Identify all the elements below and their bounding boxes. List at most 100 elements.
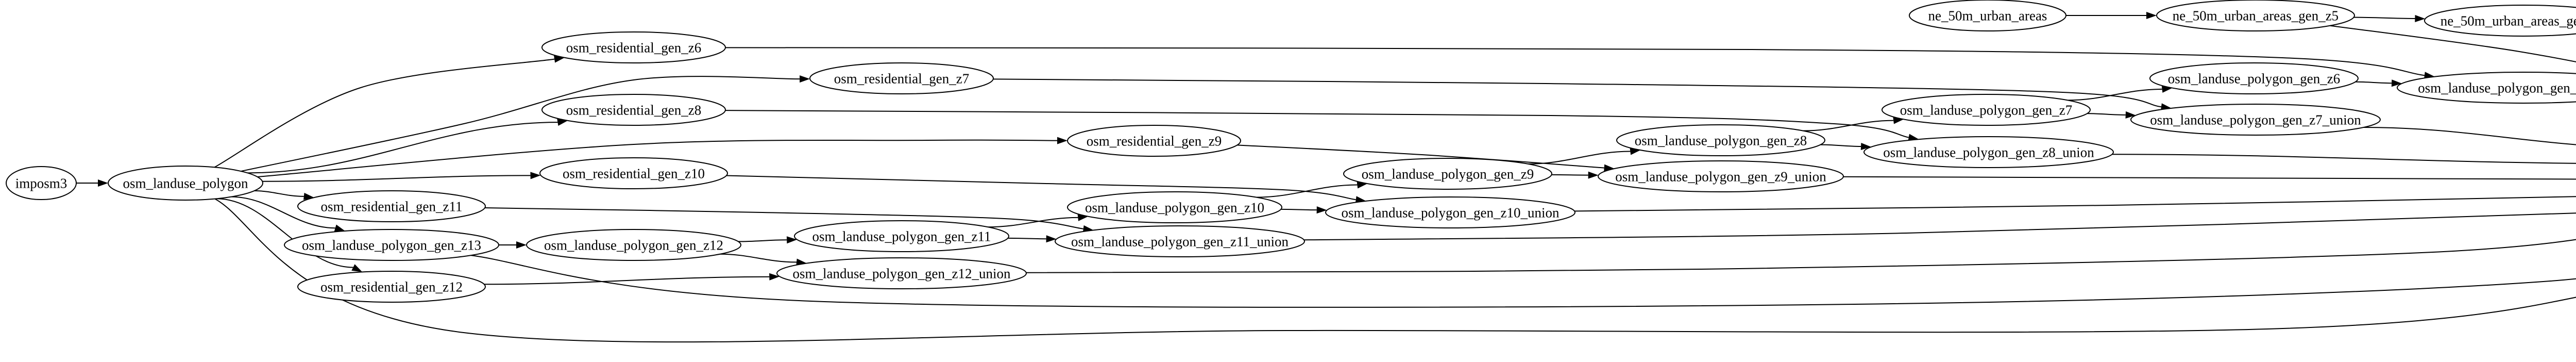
node-osm_landuse_polygon_gen_z7: osm_landuse_polygon_gen_z7: [1882, 94, 2091, 126]
edge-osm_residential_gen_z10-to-osm_landuse_polygon_gen_z10_union: [726, 175, 1356, 201]
edge-osm_landuse_polygon_gen_z8-to-osm_landuse_polygon_gen_z7: [1803, 120, 1894, 131]
node-osm_landuse_polygon_gen_z10_union: osm_landuse_polygon_gen_z10_union: [1325, 196, 1575, 228]
edge-osm_landuse_polygon-to-osm_residential_gen_z9: [257, 139, 1058, 177]
node-ellipse-osm_landuse_polygon_gen_z9: [1343, 158, 1552, 190]
node-osm_landuse_polygon: osm_landuse_polygon: [108, 166, 263, 201]
node-label-ne_50m_urban_areas_gen_z4: ne_50m_urban_areas_gen_z4: [2441, 13, 2576, 28]
edge-osm_landuse_polygon_gen_z8-to-osm_landuse_polygon_gen_z8_union: [1820, 144, 1861, 147]
arrowhead-icon: [1057, 137, 1068, 144]
node-osm_landuse_polygon_gen_z6: osm_landuse_polygon_gen_z6: [2149, 62, 2359, 94]
edge-osm_landuse_polygon_gen_z8_union-to-layer_landuse-z8: [2112, 154, 2576, 164]
node-label-osm_landuse_polygon_gen_z8: osm_landuse_polygon_gen_z8: [1635, 133, 1807, 148]
edge-osm_residential_gen_z11-to-osm_landuse_polygon_gen_z11_union: [485, 207, 1083, 229]
edge-osm_landuse_polygon_gen_z6-to-osm_landuse_polygon_gen_z6_union: [2355, 81, 2392, 84]
edge-osm_residential_gen_z8-to-osm_landuse_polygon_gen_z8_union: [725, 110, 1909, 138]
node-label-imposm3: imposm3: [15, 175, 67, 191]
arrowhead-icon: [351, 264, 363, 272]
node-ellipse-osm_landuse_polygon_gen_z6_union: [2397, 72, 2576, 104]
node-label-osm_residential_gen_z8: osm_residential_gen_z8: [566, 102, 701, 118]
node-osm_residential_gen_z11: osm_residential_gen_z11: [297, 190, 486, 222]
edge-osm_landuse_polygon-to-osm_residential_gen_z7: [241, 76, 800, 172]
edge-osm_landuse_polygon-to-osm_residential_gen_z8: [247, 122, 558, 174]
node-osm_landuse_polygon_gen_z12_union: osm_landuse_polygon_gen_z12_union: [776, 257, 1027, 289]
node-osm_residential_gen_z10: osm_residential_gen_z10: [539, 157, 728, 189]
node-ne_50m_urban_areas_gen_z4: ne_50m_urban_areas_gen_z4: [2424, 5, 2576, 37]
node-label-osm_landuse_polygon_gen_z11_union: osm_landuse_polygon_gen_z11_union: [1071, 234, 1289, 249]
node-ellipse-osm_landuse_polygon_gen_z10_union: [1325, 196, 1575, 228]
node-ellipse-osm_landuse_polygon_gen_z7: [1882, 94, 2091, 126]
arrowhead-icon: [2391, 79, 2402, 87]
node-osm_landuse_polygon_gen_z8: osm_landuse_polygon_gen_z8: [1616, 124, 1825, 156]
arrowhead-icon: [1077, 213, 1089, 221]
node-ellipse-osm_landuse_polygon_gen_z6: [2149, 62, 2359, 94]
edge-osm_landuse_polygon-to-osm_residential_gen_z10: [262, 175, 531, 182]
node-osm_landuse_polygon_gen_z10: osm_landuse_polygon_gen_z10: [1067, 191, 1282, 223]
arrowhead-icon: [530, 172, 541, 179]
node-ellipse-osm_landuse_polygon_gen_z9_union: [1598, 160, 1844, 192]
edge-osm_landuse_polygon_gen_z13-to-layer_landuse-z13: [470, 255, 2576, 308]
node-label-osm_residential_gen_z7: osm_residential_gen_z7: [834, 71, 969, 86]
edge-osm_landuse_polygon_gen_z12-to-osm_landuse_polygon_gen_z11: [738, 239, 787, 242]
node-ellipse-osm_landuse_polygon_gen_z12: [526, 229, 741, 261]
node-ellipse-osm_landuse_polygon_gen_z8_union: [1863, 136, 2114, 168]
arrowhead-icon: [1046, 235, 1057, 243]
edge-osm_landuse_polygon_gen_z10-to-osm_landuse_polygon_gen_z10_union: [1281, 208, 1317, 211]
node-ellipse-osm_residential_gen_z12: [297, 271, 486, 303]
node-ne_50m_urban_areas: ne_50m_urban_areas: [1909, 0, 2066, 31]
edge-osm_landuse_polygon_gen_z11-to-osm_landuse_polygon_gen_z10: [988, 217, 1078, 228]
arrowhead-icon: [2125, 111, 2136, 119]
node-ellipse-osm_landuse_polygon_gen_z13: [284, 229, 499, 261]
edge-osm_landuse_polygon_gen_z10_union-to-layer_landuse-z10: [1574, 196, 2576, 212]
edge-osm_landuse_polygon_gen_z9-to-osm_landuse_polygon_gen_z8: [1528, 151, 1631, 164]
node-label-osm_residential_gen_z10: osm_residential_gen_z10: [563, 166, 705, 181]
edges-layer: [76, 12, 2576, 343]
node-ellipse-osm_residential_gen_z11: [297, 190, 486, 222]
node-label-osm_residential_gen_z6: osm_residential_gen_z6: [566, 40, 701, 55]
arrowhead-icon: [786, 236, 798, 244]
node-osm_landuse_polygon_gen_z12: osm_landuse_polygon_gen_z12: [526, 229, 741, 261]
node-ellipse-osm_landuse_polygon_gen_z11: [794, 220, 1009, 252]
arrowhead-icon: [1316, 206, 1327, 214]
arrowhead-icon: [796, 258, 807, 266]
node-ellipse-ne_50m_urban_areas_gen_z5: [2156, 0, 2355, 31]
node-ellipse-ne_50m_urban_areas: [1909, 0, 2066, 31]
arrowhead-icon: [2146, 12, 2157, 19]
node-osm_landuse_polygon_gen_z11: osm_landuse_polygon_gen_z11: [794, 220, 1009, 252]
node-ellipse-ne_50m_urban_areas_gen_z4: [2424, 5, 2576, 37]
edge-osm_landuse_polygon-to-osm_residential_gen_z11: [254, 190, 304, 197]
edge-osm_landuse_polygon-to-osm_residential_gen_z6: [214, 58, 555, 168]
edge-osm_landuse_polygon_gen_z7_union-to-layer_landuse-z7: [2363, 126, 2576, 145]
edge-osm_residential_gen_z9-to-osm_landuse_polygon_gen_z9_union: [1237, 144, 1604, 169]
node-label-osm_residential_gen_z11: osm_residential_gen_z11: [321, 199, 463, 214]
node-label-osm_landuse_polygon_gen_z9_union: osm_landuse_polygon_gen_z9_union: [1615, 169, 1826, 184]
node-osm_residential_gen_z7: osm_residential_gen_z7: [809, 62, 994, 94]
node-ne_50m_urban_areas_gen_z5: ne_50m_urban_areas_gen_z5: [2156, 0, 2355, 31]
node-osm_landuse_polygon_gen_z7_union: osm_landuse_polygon_gen_z7_union: [2130, 104, 2381, 136]
node-label-osm_landuse_polygon_gen_z9: osm_landuse_polygon_gen_z9: [1362, 166, 1534, 182]
node-osm_landuse_polygon_gen_z9: osm_landuse_polygon_gen_z9: [1343, 158, 1552, 190]
arrowhead-icon: [2415, 14, 2426, 22]
node-ellipse-osm_landuse_polygon_gen_z7_union: [2130, 104, 2381, 136]
node-osm_landuse_polygon_gen_z9_union: osm_landuse_polygon_gen_z9_union: [1598, 160, 1844, 192]
edge-osm_residential_gen_z7-to-osm_landuse_polygon_gen_z7_union: [993, 78, 2162, 108]
node-osm_landuse_polygon_gen_z6_union: osm_landuse_polygon_gen_z6_union: [2397, 72, 2576, 104]
nodes-layer: imposm3 osm_landuse_polygon osm_residentia…: [6, 0, 2576, 303]
node-ellipse-osm_residential_gen_z8: [541, 94, 726, 126]
node-imposm3: imposm3: [6, 166, 77, 200]
edge-ne_50m_urban_areas_gen_z5-to-ne_50m_urban_areas_gen_z4: [2353, 17, 2415, 19]
node-label-osm_landuse_polygon: osm_landuse_polygon: [123, 175, 248, 191]
arrowhead-icon: [303, 192, 314, 200]
arrowhead-icon: [516, 241, 527, 249]
edge-ne_50m_urban_areas_gen_z5-to-layer_landuse-z5: [2330, 25, 2576, 62]
node-label-osm_landuse_polygon_gen_z10_union: osm_landuse_polygon_gen_z10_union: [1342, 205, 1560, 220]
node-osm_residential_gen_z6: osm_residential_gen_z6: [541, 31, 726, 63]
arrowhead-icon: [1893, 117, 1904, 124]
node-label-osm_landuse_polygon_gen_z7_union: osm_landuse_polygon_gen_z7_union: [2150, 112, 2361, 127]
node-ellipse-osm_residential_gen_z10: [539, 157, 728, 189]
node-ellipse-osm_landuse_polygon_gen_z12_union: [776, 257, 1027, 289]
node-label-osm_landuse_polygon_gen_z7: osm_landuse_polygon_gen_z7: [1900, 102, 2072, 118]
node-label-osm_residential_gen_z9: osm_residential_gen_z9: [1087, 133, 1222, 149]
edge-osm_landuse_polygon_gen_z7-to-osm_landuse_polygon_gen_z6: [2067, 88, 2162, 101]
edge-osm_landuse_polygon-to-layer_landuse-z14+: [214, 198, 2576, 343]
node-osm_landuse_polygon_gen_z11_union: osm_landuse_polygon_gen_z11_union: [1055, 225, 1305, 257]
